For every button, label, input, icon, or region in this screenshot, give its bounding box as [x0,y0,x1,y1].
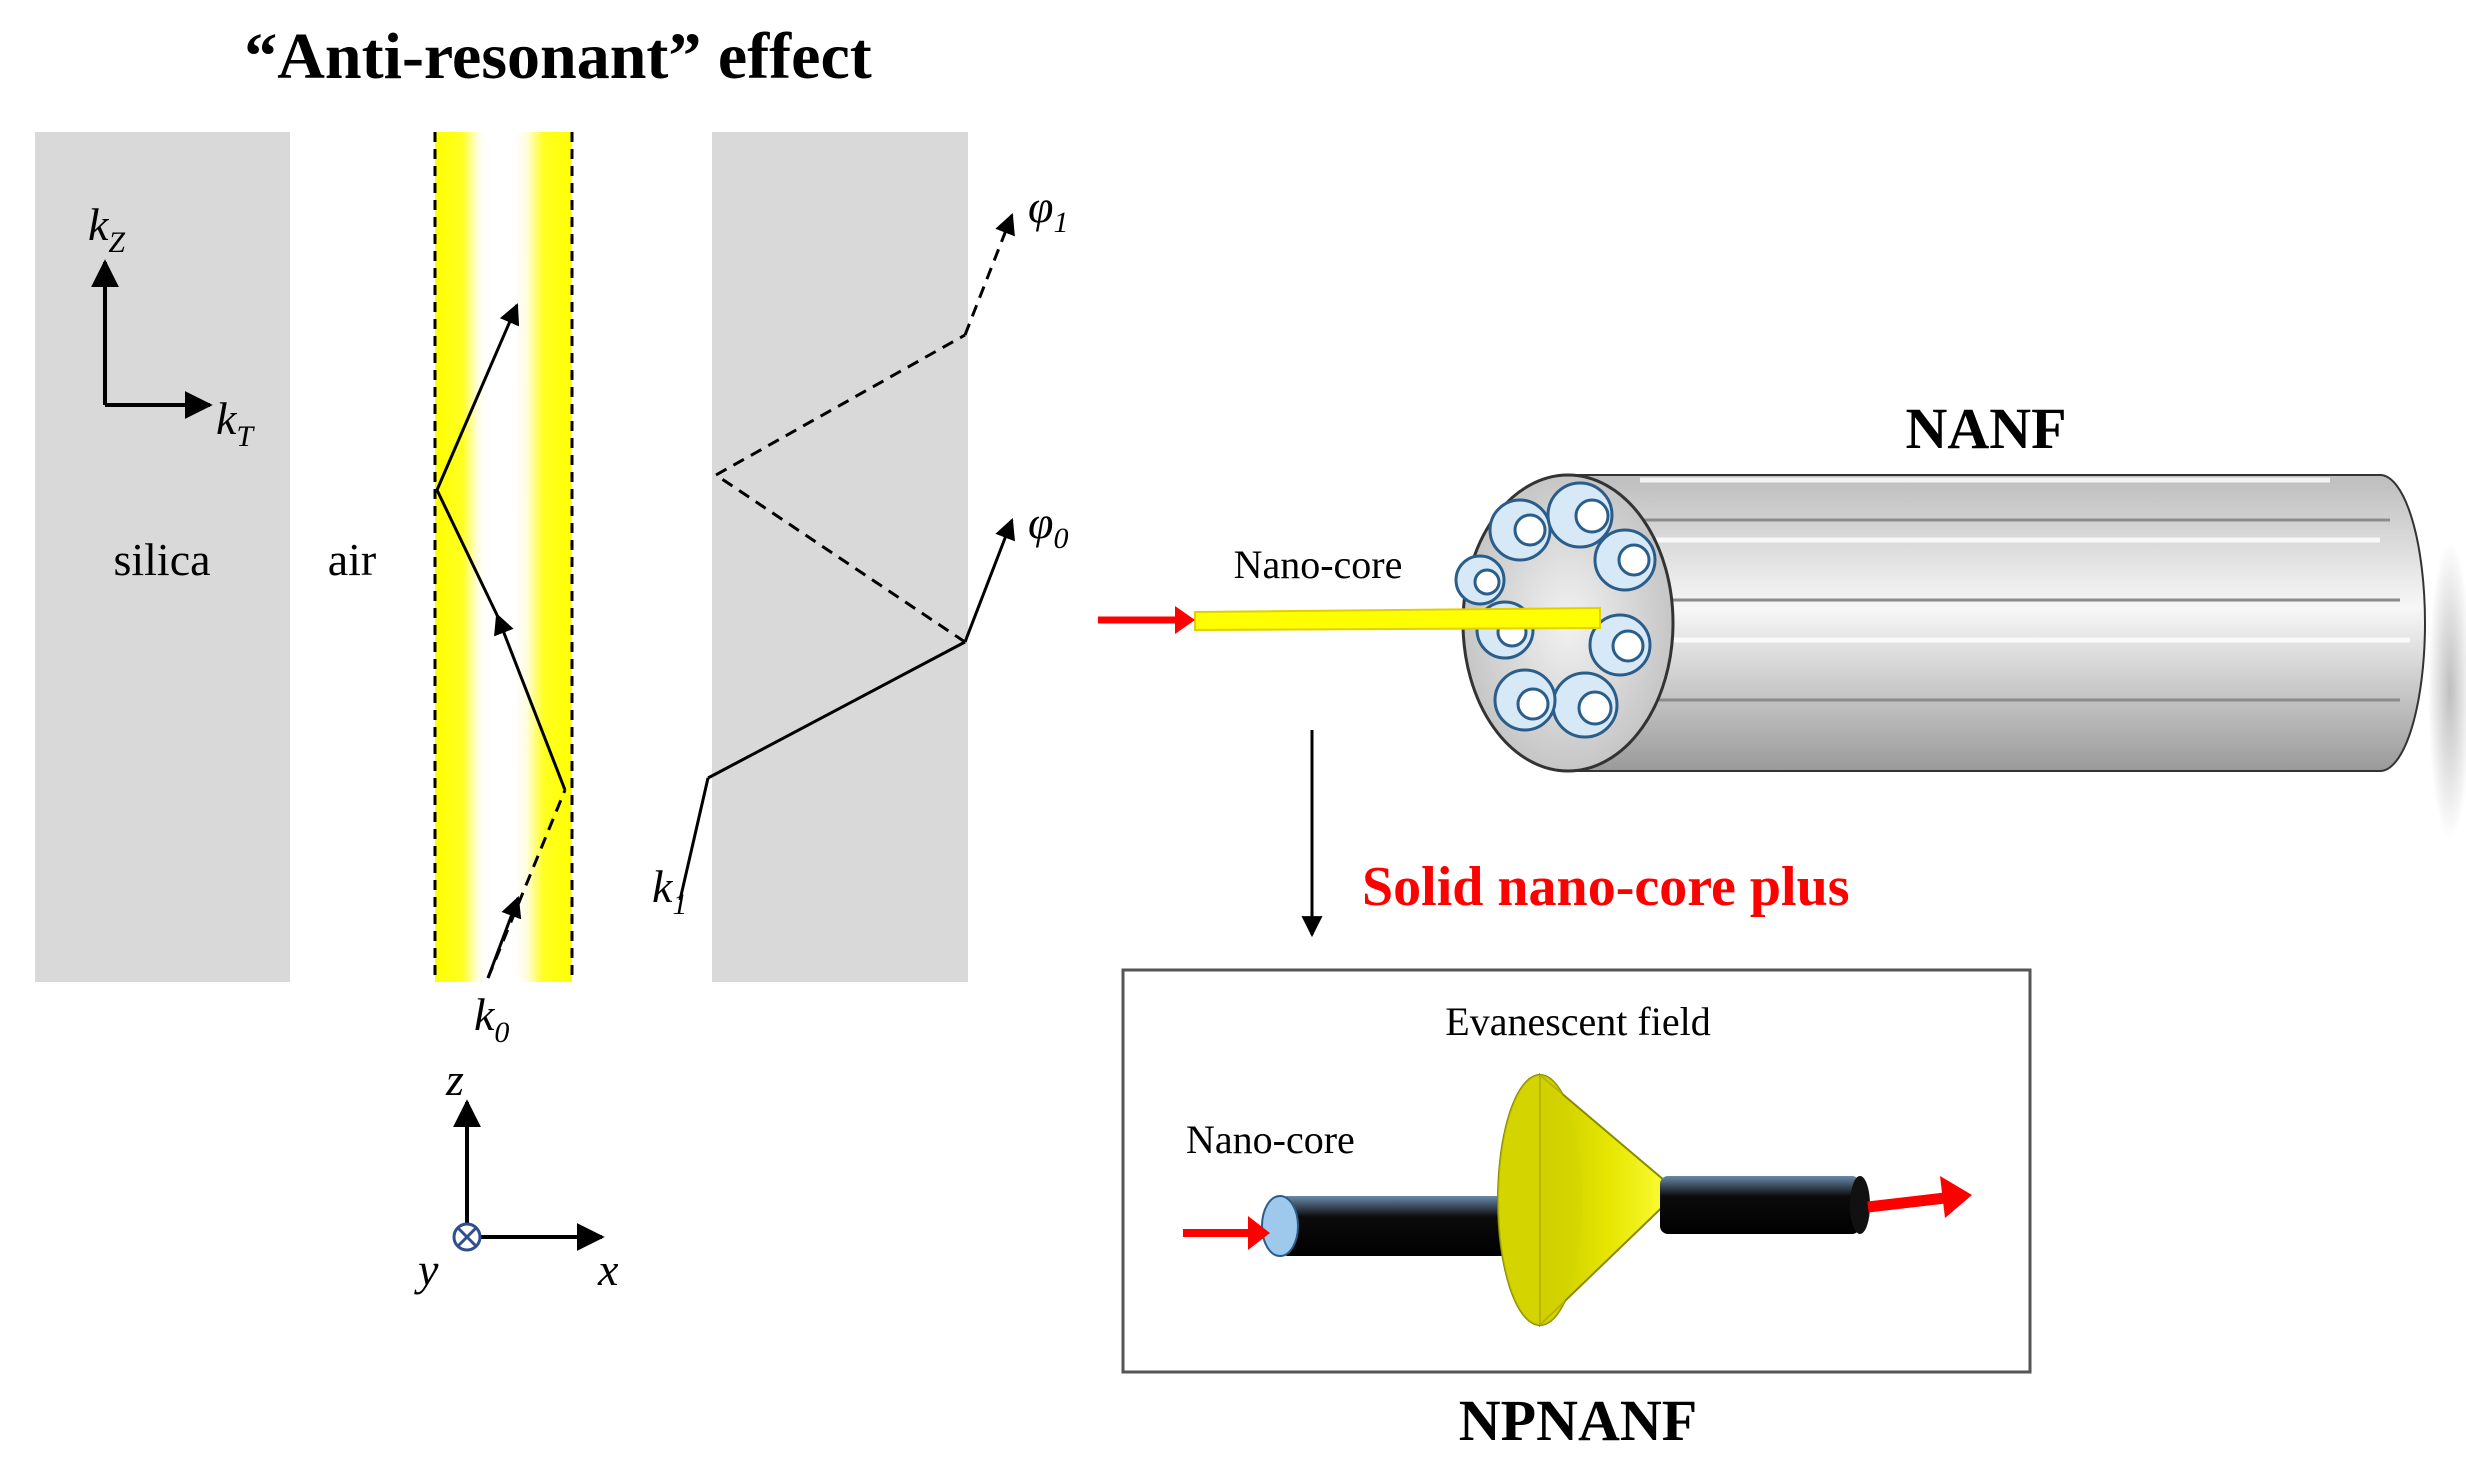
k1-label: k1 [652,861,687,921]
kt-label: kT [216,393,255,453]
nano-core-beam [1098,606,1601,634]
nanf-label: NANF [1905,396,2066,461]
core-end-cap [1261,1195,1299,1257]
nano-core-label-top: Nano-core [1234,542,1403,587]
silica-panel-left [35,132,290,982]
axis-z-label: z [445,1054,464,1105]
evanescent-field-label: Evanescent field [1445,999,1710,1044]
npnanf-label: NPNANF [1459,1388,1697,1453]
red-arrow-input-inset [1248,1216,1270,1250]
kz-label: kZ [88,199,125,259]
axis-x-label: x [597,1244,619,1295]
coordinate-axes [452,1099,605,1252]
nano-core-label-inset: Nano-core [1186,1117,1355,1162]
phi0-label: φ0 [1028,497,1068,555]
red-arrow-output-inset [1940,1176,1972,1218]
k0-label: k0 [474,989,509,1049]
air-label: air [328,534,377,585]
red-arrow-input-top [1175,606,1195,634]
phi1-label: φ1 [1028,181,1068,239]
ray-paths-middle [435,303,567,979]
axis-y-label: y [414,1244,439,1295]
npnanf-model [1183,1072,1972,1328]
ray-paths-right [678,213,1016,901]
yellow-layer-left [435,132,485,982]
k-axes [91,259,213,419]
diagram-title: “Anti-resonant” effect [244,20,871,93]
fiber-shadow [2428,540,2466,840]
solid-nano-core-plus-label: Solid nano-core plus [1362,856,1850,918]
silica-label: silica [113,534,210,585]
yellow-layer-right [515,132,572,982]
nanf-fiber [1454,473,2466,840]
